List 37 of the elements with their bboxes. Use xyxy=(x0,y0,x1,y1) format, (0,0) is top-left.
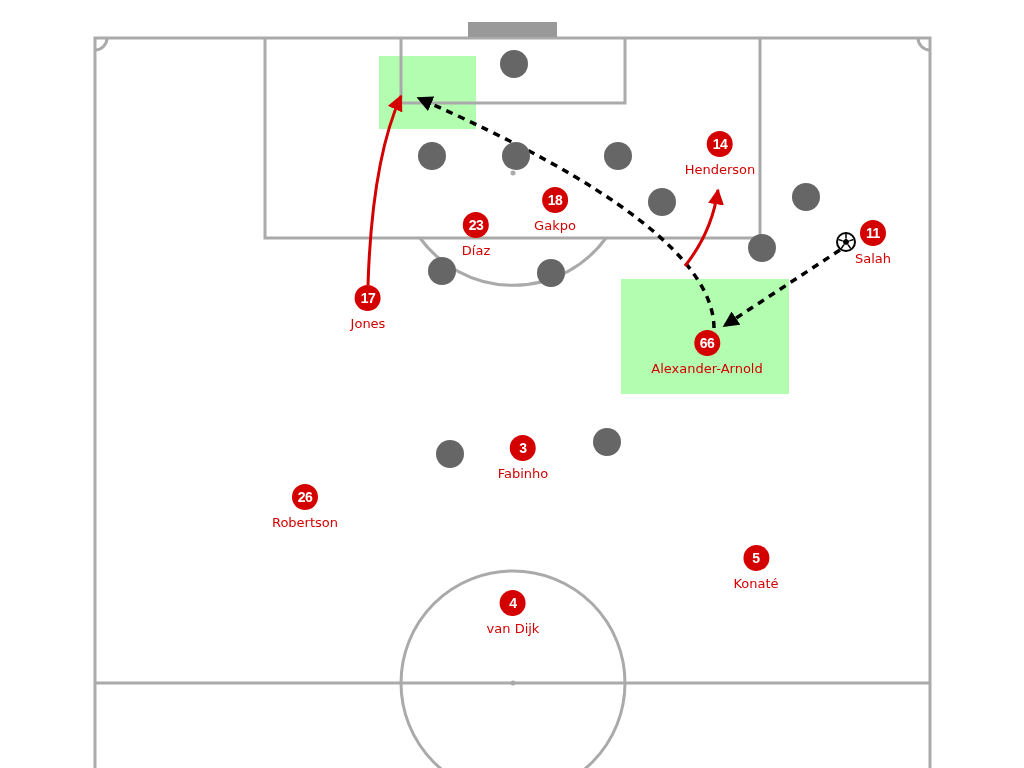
player-number-marker: 17 xyxy=(355,285,381,311)
player-number-marker: 23 xyxy=(463,212,489,238)
player-number-marker: 3 xyxy=(510,435,536,461)
player-name: Konaté xyxy=(733,576,779,591)
player-number-marker: 66 xyxy=(694,330,720,356)
opponent-marker xyxy=(418,142,446,170)
player-name: Díaz xyxy=(461,243,491,258)
arrow xyxy=(683,188,724,267)
player-number-marker: 4 xyxy=(500,590,526,616)
opponent-marker xyxy=(604,142,632,170)
player-name: van Dijk xyxy=(486,621,540,636)
opponent-marker xyxy=(593,428,621,456)
player-number-marker: 5 xyxy=(743,545,769,571)
opponent-marker xyxy=(648,188,676,216)
opponent-marker xyxy=(537,259,565,287)
arrow xyxy=(366,94,403,286)
player-name: Salah xyxy=(855,251,891,266)
player-name: Jones xyxy=(350,316,386,331)
player-name: Fabinho xyxy=(497,466,549,481)
opponent-marker xyxy=(748,234,776,262)
ball-icon xyxy=(836,232,856,252)
opponent-marker xyxy=(502,142,530,170)
opponent-marker xyxy=(792,183,820,211)
player-name: Robertson xyxy=(271,515,339,530)
arrow xyxy=(416,96,716,329)
player-number-marker: 18 xyxy=(542,187,568,213)
arrow xyxy=(722,248,841,328)
player-number-marker: 14 xyxy=(707,131,733,157)
highlight-zone xyxy=(621,279,789,394)
player-name: Henderson xyxy=(684,162,756,177)
opponent-marker xyxy=(436,440,464,468)
player-name: Gakpo xyxy=(534,218,576,233)
opponent-marker xyxy=(500,50,528,78)
player-number-marker: 26 xyxy=(292,484,318,510)
player-number-marker: 11 xyxy=(860,220,886,246)
player-name: Alexander-Arnold xyxy=(651,361,763,376)
opponent-marker xyxy=(428,257,456,285)
